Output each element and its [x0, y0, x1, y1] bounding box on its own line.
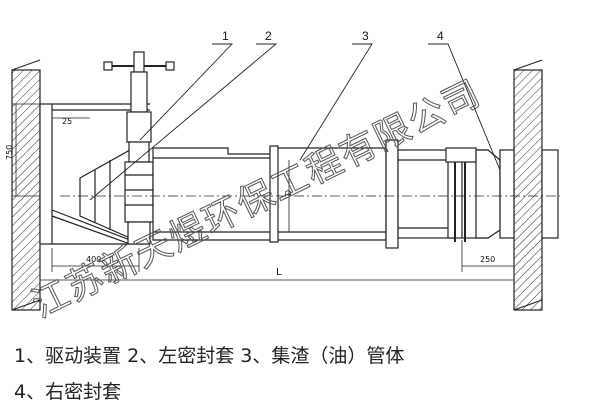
collection-pipe — [152, 139, 457, 249]
legend-line-2: 4、右密封套 — [14, 381, 122, 403]
left-seal-sleeve — [79, 148, 131, 239]
dimension-400-label: 400 — [86, 255, 101, 264]
callout-2: 2 — [265, 29, 272, 43]
dimension-750 — [12, 103, 40, 197]
dimension-25-label: 25 — [62, 117, 72, 126]
legend: 1、驱动装置 2、左密封套 3、集渣（油）管体 4、右密封套 — [14, 338, 594, 410]
drive-device — [103, 51, 175, 245]
dimension-L-label: L — [276, 267, 282, 278]
legend-line-1: 1、驱动装置 2、左密封套 3、集渣（油）管体 — [14, 345, 405, 367]
dimension-250-label: 250 — [480, 255, 495, 264]
dimension-400 — [51, 248, 140, 272]
diameter-label: D — [284, 190, 293, 196]
callout-leaders — [89, 43, 501, 201]
right-wall — [513, 59, 543, 311]
callout-3: 3 — [362, 29, 369, 43]
dimension-250 — [461, 240, 514, 272]
right-seal-sleeve — [445, 147, 559, 242]
left-wall — [11, 59, 41, 311]
callout-4: 4 — [437, 29, 444, 43]
callout-1: 1 — [222, 29, 229, 43]
technical-drawing: D 750 25 400 L 250 1 2 3 4 江苏新天煜环保工程有限公司 — [5, 29, 560, 327]
dimension-750-label: 750 — [5, 145, 14, 160]
